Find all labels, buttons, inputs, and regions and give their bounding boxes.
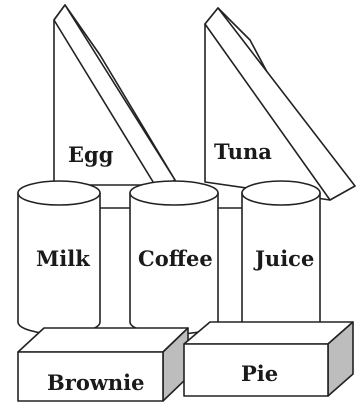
pie-front-face xyxy=(183,343,329,397)
coffee-top xyxy=(129,180,219,206)
brownie-top-face xyxy=(17,327,189,353)
brownie-label: Brownie xyxy=(47,370,145,395)
tuna-slab xyxy=(204,7,356,201)
tuna-label: Tuna xyxy=(214,139,272,164)
milk-top xyxy=(17,180,101,206)
juice-top xyxy=(241,180,321,206)
brownie-object: Brownie xyxy=(17,327,189,402)
juice-label: Juice xyxy=(253,246,314,271)
juice-object: Juice xyxy=(241,180,321,335)
coffee-label: Coffee xyxy=(138,246,213,271)
coffee-object: Coffee xyxy=(129,180,219,335)
brownie-front-face xyxy=(17,351,164,402)
tuna-object: Tuna xyxy=(204,7,356,201)
egg-label: Egg xyxy=(68,142,114,167)
pie-object: Pie xyxy=(183,321,354,397)
pie-label: Pie xyxy=(241,361,278,386)
milk-label: Milk xyxy=(36,246,90,271)
pie-top-face xyxy=(183,321,354,345)
egg-object: Egg xyxy=(53,4,176,191)
milk-object: Milk xyxy=(17,180,101,335)
